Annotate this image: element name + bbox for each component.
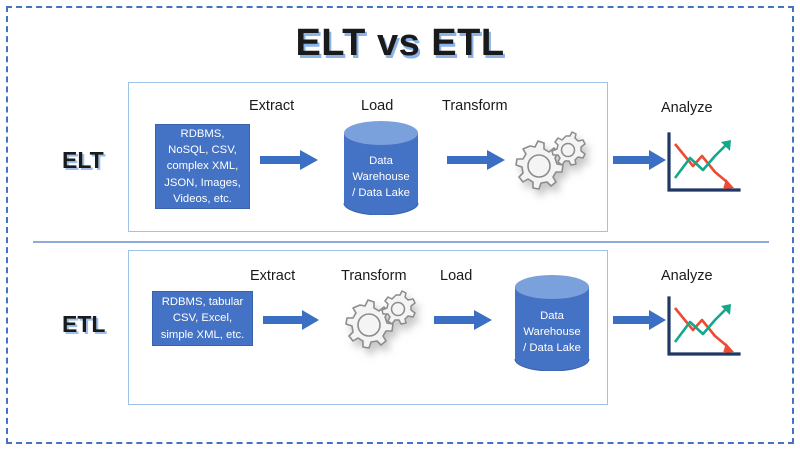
database-cylinder-etl-text: Data Warehouse / Data Lake (513, 308, 591, 356)
arrow-elt-2 (447, 150, 507, 170)
caption-etl-analyze: Analyze (661, 268, 713, 284)
caption-etl-extract: Extract (250, 268, 296, 284)
row-panel-etl (128, 250, 608, 405)
database-cylinder-elt-text: Data Warehouse / Data Lake (342, 153, 420, 201)
gears-icon-elt (497, 124, 597, 208)
cyl-elt-line2: Warehouse (352, 171, 410, 184)
source-box-elt: RDBMS, NoSQL, CSV, complex XML, JSON, Im… (155, 124, 250, 209)
page-title: ELT vs ETL (295, 22, 505, 64)
caption-etl-load: Load (440, 268, 473, 284)
cyl-etl-line1: Data (540, 310, 564, 322)
row-label-etl: ETL (62, 311, 106, 337)
caption-etl-transform: Transform (341, 268, 407, 284)
row-panel-elt (128, 82, 608, 232)
database-cylinder-elt: Data Warehouse / Data Lake (342, 121, 420, 215)
arrow-elt-3 (613, 150, 668, 170)
arrow-etl-3 (613, 310, 668, 330)
caption-elt-extract: Extract (249, 98, 295, 114)
cyl-etl-line3: / Data Lake (523, 342, 581, 355)
source-box-etl: RDBMS, tabular CSV, Excel, simple XML, e… (152, 291, 253, 346)
caption-elt-load: Load (361, 98, 394, 114)
arrow-elt-1 (260, 150, 320, 170)
database-cylinder-etl: Data Warehouse / Data Lake (513, 275, 591, 371)
cyl-elt-line1: Data (369, 155, 393, 167)
line-chart-icon-elt (663, 132, 745, 200)
source-box-etl-text: RDBMS, tabular CSV, Excel, simple XML, e… (160, 296, 245, 341)
cyl-elt-line3: / Data Lake (352, 187, 410, 200)
gears-icon-etl (327, 283, 427, 367)
arrow-etl-1 (263, 310, 321, 330)
caption-elt-analyze: Analyze (661, 100, 713, 116)
row-divider (33, 241, 769, 243)
row-label-elt: ELT (62, 147, 104, 173)
arrow-etl-2 (434, 310, 494, 330)
source-box-elt-text: RDBMS, NoSQL, CSV, complex XML, JSON, Im… (164, 128, 241, 205)
cyl-etl-line2: Warehouse (523, 326, 581, 339)
line-chart-icon-etl (663, 296, 745, 364)
caption-elt-transform: Transform (442, 98, 508, 114)
